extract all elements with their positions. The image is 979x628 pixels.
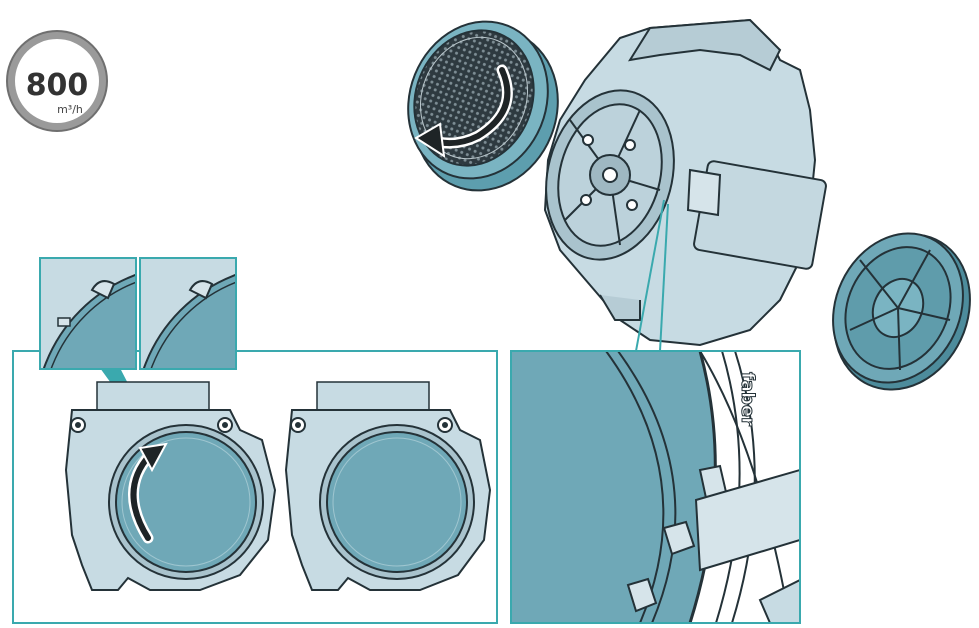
zoom-detail-panel: faber xyxy=(510,350,801,624)
carbon-filter xyxy=(832,232,971,391)
blower-front-view-rotating xyxy=(64,381,277,591)
detail-thumbnail-locked xyxy=(139,257,237,370)
blower-front-view-locked xyxy=(284,381,492,591)
blower-motor xyxy=(543,18,827,347)
badge-unit: m³/h xyxy=(57,103,83,116)
badge-value: 800 xyxy=(26,68,89,103)
comparison-frame xyxy=(12,350,498,624)
detail-thumbnail-unlocked xyxy=(39,257,137,370)
airflow-badge: 800 m³/h xyxy=(6,30,108,132)
brand-label: faber xyxy=(737,372,758,426)
